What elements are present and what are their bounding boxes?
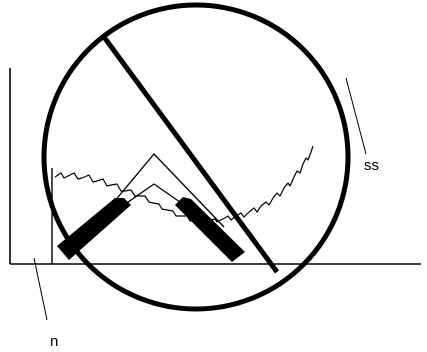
fence-leader-line: [33, 257, 48, 321]
push-block-right: [175, 197, 245, 262]
prohibition-slash: [101, 35, 280, 274]
fence-label: n: [50, 333, 58, 350]
push-block-left: [57, 198, 131, 260]
prohibition-circle: [41, 2, 351, 312]
saw-leader-line: [345, 77, 367, 155]
saw-label: ss: [364, 157, 379, 174]
